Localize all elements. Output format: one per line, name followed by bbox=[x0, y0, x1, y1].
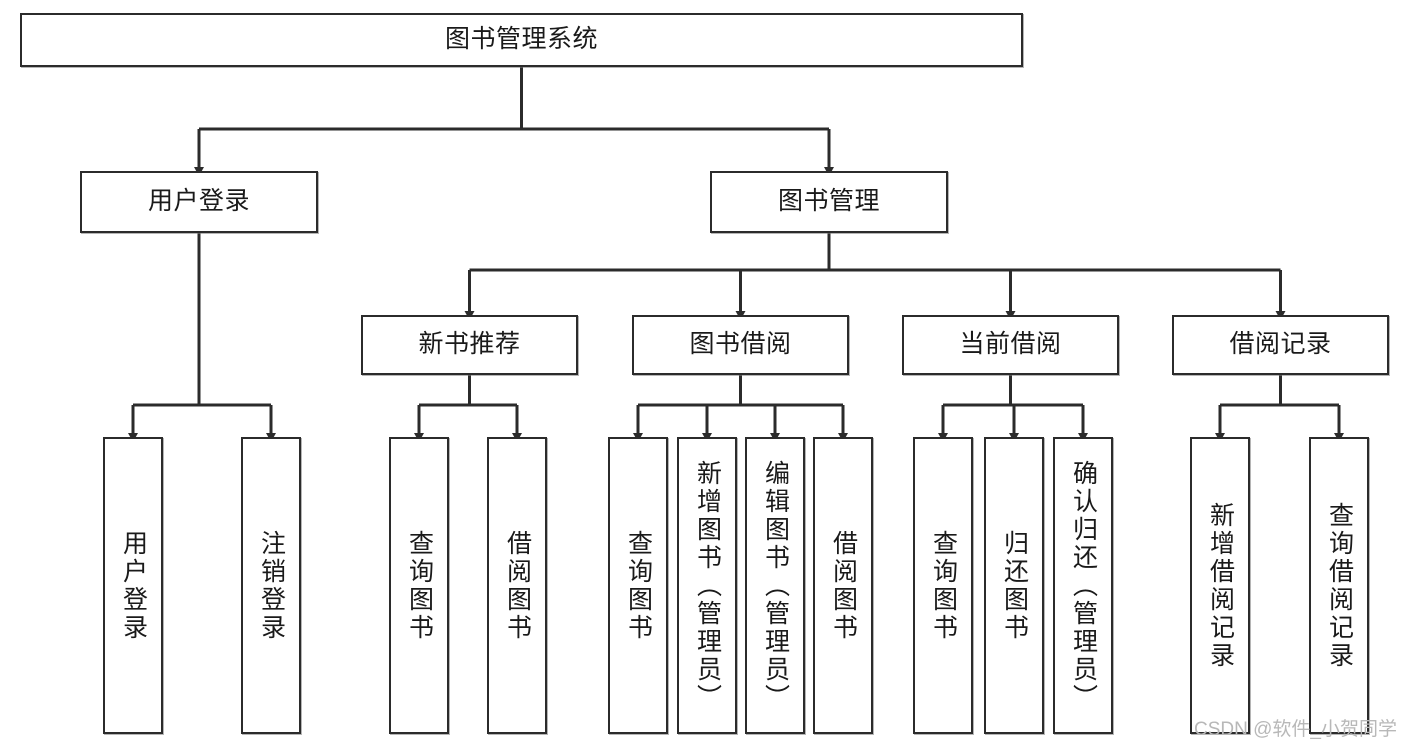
node-level3-新书推荐-0: 新书推荐 bbox=[361, 315, 578, 375]
node-label: 注销登录 bbox=[257, 529, 286, 642]
node-label: 当前借阅 bbox=[959, 330, 1062, 359]
node-level2-图书管理-1: 图书管理 bbox=[710, 171, 948, 233]
node-label: 新增图书（管理员） bbox=[693, 459, 722, 712]
node-label: 图书管理系统 bbox=[444, 25, 598, 54]
node-leaf-用户登录-0: 用户登录 bbox=[103, 437, 163, 734]
node-level3-图书借阅-1: 图书借阅 bbox=[632, 315, 849, 375]
node-label: 图书借阅 bbox=[689, 330, 792, 359]
node-label: 查询借阅记录 bbox=[1325, 501, 1354, 670]
node-label: 用户登录 bbox=[147, 187, 250, 216]
node-label: 查询图书 bbox=[929, 529, 958, 642]
node-label: 归还图书 bbox=[1000, 529, 1029, 642]
node-label: 查询图书 bbox=[405, 529, 434, 642]
node-label: 借阅图书 bbox=[503, 529, 532, 642]
node-leaf-确认归还管理员-10: 确认归还（管理员） bbox=[1053, 437, 1113, 734]
node-label: 图书管理 bbox=[777, 187, 880, 216]
node-leaf-查询图书-2: 查询图书 bbox=[389, 437, 449, 734]
node-label: 新书推荐 bbox=[418, 330, 521, 359]
node-leaf-查询图书-4: 查询图书 bbox=[608, 437, 668, 734]
node-label: 用户登录 bbox=[119, 529, 148, 642]
node-leaf-借阅图书-7: 借阅图书 bbox=[813, 437, 873, 734]
node-level3-借阅记录-3: 借阅记录 bbox=[1172, 315, 1389, 375]
node-leaf-注销登录-1: 注销登录 bbox=[241, 437, 301, 734]
node-leaf-归还图书-9: 归还图书 bbox=[984, 437, 1044, 734]
node-label: 确认归还（管理员） bbox=[1069, 459, 1098, 712]
node-leaf-查询图书-8: 查询图书 bbox=[913, 437, 973, 734]
node-level3-当前借阅-2: 当前借阅 bbox=[902, 315, 1119, 375]
node-label: 查询图书 bbox=[624, 529, 653, 642]
node-label: 借阅记录 bbox=[1229, 330, 1332, 359]
node-leaf-借阅图书-3: 借阅图书 bbox=[487, 437, 547, 734]
node-label: 新增借阅记录 bbox=[1206, 501, 1235, 670]
node-leaf-查询借阅记录-12: 查询借阅记录 bbox=[1309, 437, 1369, 734]
node-leaf-编辑图书管理员-6: 编辑图书（管理员） bbox=[745, 437, 805, 734]
node-level2-用户登录-0: 用户登录 bbox=[80, 171, 318, 233]
node-leaf-新增图书管理员-5: 新增图书（管理员） bbox=[677, 437, 737, 734]
node-leaf-新增借阅记录-11: 新增借阅记录 bbox=[1190, 437, 1250, 734]
watermark-label: CSDN @软件_小贺同学 bbox=[1194, 719, 1397, 740]
node-root-图书管理系统: 图书管理系统 bbox=[20, 13, 1023, 67]
node-label: 借阅图书 bbox=[829, 529, 858, 642]
node-label: 编辑图书（管理员） bbox=[761, 459, 790, 712]
